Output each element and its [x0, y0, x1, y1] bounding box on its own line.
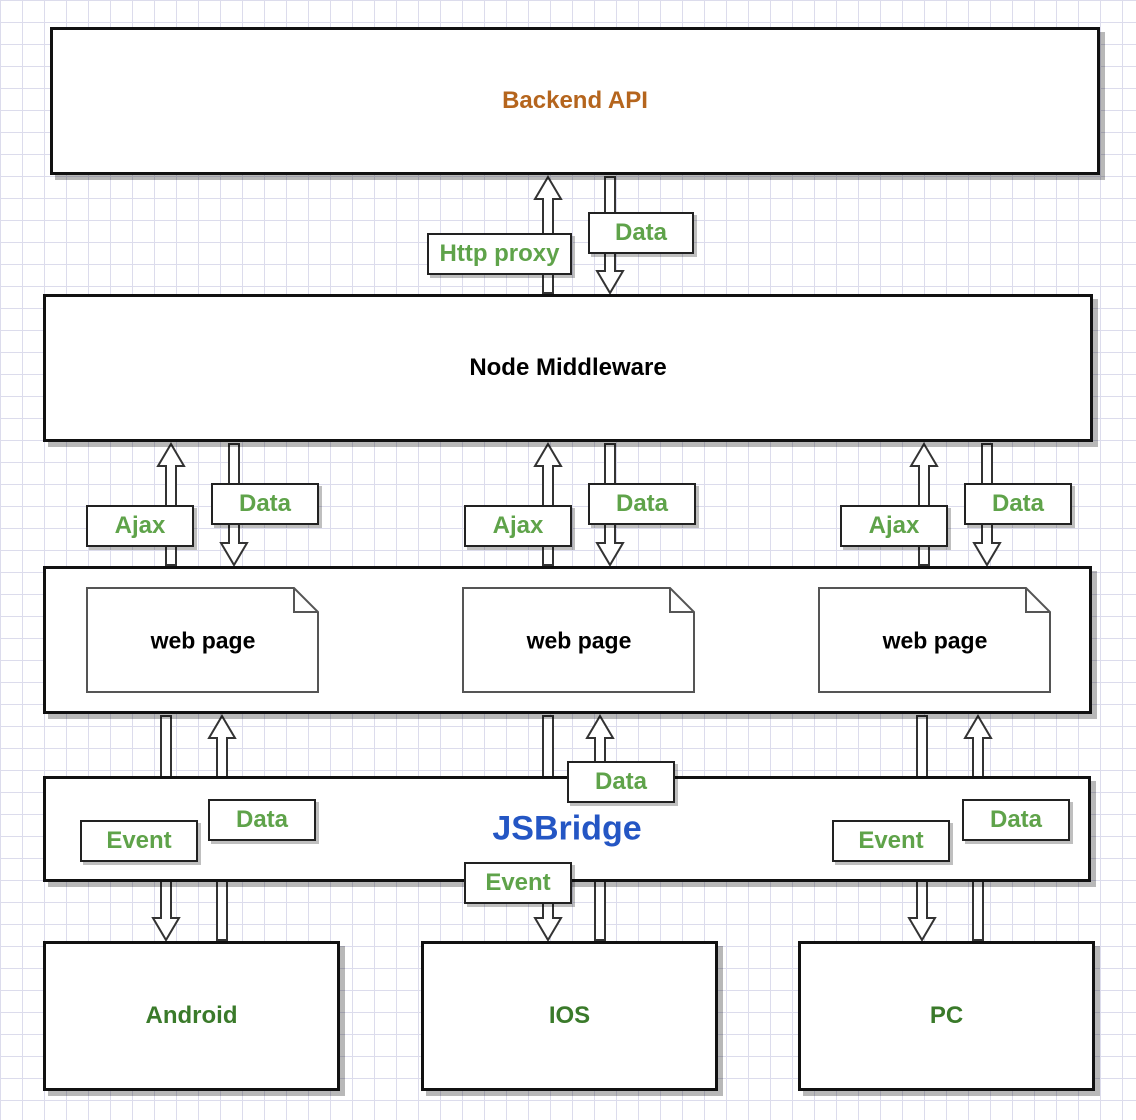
data-tag: Data	[962, 799, 1070, 841]
node-middleware-label: Node Middleware	[469, 354, 667, 381]
webpage-document: web page	[86, 587, 320, 694]
node-middleware-box: Node Middleware	[43, 294, 1093, 442]
platform-pc-box: PC	[798, 941, 1095, 1091]
platform-ios-label: IOS	[548, 1002, 591, 1029]
backend-api-label: Backend API	[502, 87, 648, 114]
backend-api-box: Backend API	[50, 27, 1100, 175]
ajax-up-arrow	[156, 442, 186, 566]
data-tag: Data	[567, 761, 675, 803]
platform-android-box: Android	[43, 941, 340, 1091]
jsbridge-label: JSBridge	[492, 809, 642, 848]
webpage-label: web page	[526, 627, 632, 653]
webpage-label: web page	[150, 627, 256, 653]
data-tag: Data	[588, 212, 694, 254]
http-proxy-tag: Http proxy	[427, 233, 572, 275]
event-tag: Event	[464, 862, 572, 904]
event-tag: Event	[80, 820, 198, 862]
event-tag: Event	[832, 820, 950, 862]
data-tag: Data	[588, 483, 696, 525]
data-tag: Data	[208, 799, 316, 841]
ajax-tag: Ajax	[840, 505, 948, 547]
document-icon	[818, 587, 1051, 693]
platform-android-label: Android	[145, 1002, 238, 1029]
platform-ios-box: IOS	[421, 941, 718, 1091]
data-tag: Data	[964, 483, 1072, 525]
document-icon	[86, 587, 319, 693]
ajax-up-arrow	[533, 442, 563, 566]
webpage-label: web page	[882, 627, 988, 653]
ajax-tag: Ajax	[86, 505, 194, 547]
platform-pc-label: PC	[929, 1002, 964, 1029]
ajax-up-arrow	[909, 442, 939, 566]
data-tag: Data	[211, 483, 319, 525]
webpage-document: web page	[462, 587, 696, 694]
document-icon	[462, 587, 695, 693]
ajax-tag: Ajax	[464, 505, 572, 547]
webpage-document: web page	[818, 587, 1052, 694]
